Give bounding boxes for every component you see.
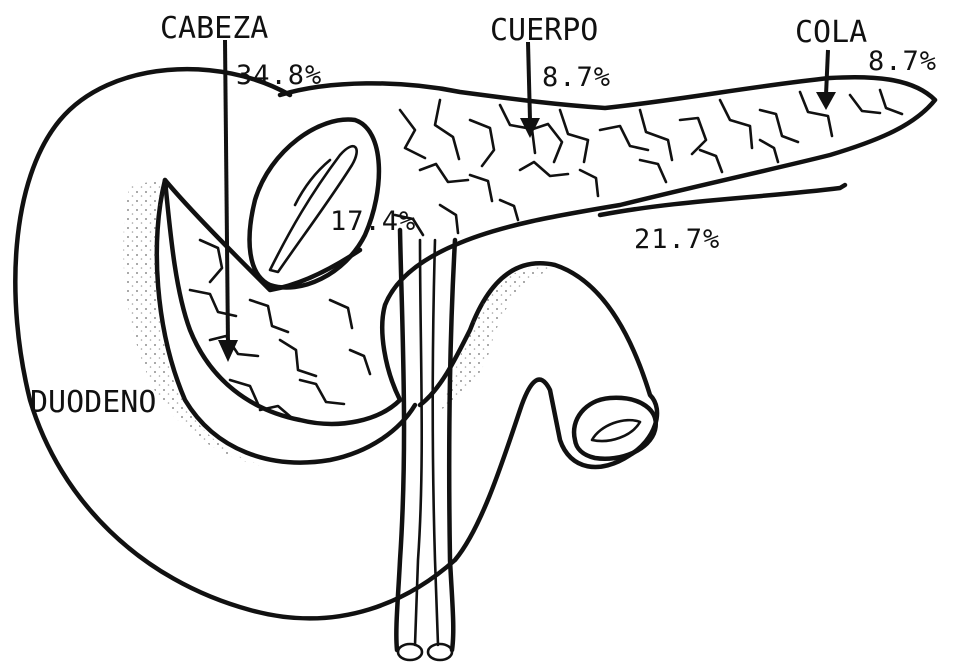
vessel-cut-end-left: [398, 644, 422, 660]
head-cut-section: [250, 120, 379, 288]
duodenum-cut-lumen: [592, 420, 640, 441]
vessel-inner-line-2: [433, 240, 438, 645]
pct-head-section: 17.4%: [330, 206, 416, 237]
pct-tail: 8.7%: [868, 46, 937, 77]
duodenum-cut-end: [574, 398, 656, 459]
pct-head: 34.8%: [236, 60, 322, 91]
label-duodenum: DUODENO: [30, 385, 156, 420]
duodenum-shading-right: [440, 267, 555, 410]
vessel-cut-end-right: [428, 644, 452, 660]
head-arrow: [225, 40, 228, 345]
label-tail: COLA: [795, 15, 867, 50]
pct-lower-border: 21.7%: [634, 224, 720, 255]
pancreas: [165, 77, 935, 424]
label-head: CABEZA: [160, 11, 268, 46]
vessel-right-wall: [449, 240, 455, 650]
body-arrow-line: [528, 42, 530, 120]
label-body: CUERPO: [490, 13, 598, 48]
pct-body: 8.7%: [542, 62, 611, 93]
accessory-duct-cut: [295, 160, 330, 205]
tail-arrow-line: [826, 50, 828, 95]
vessel-left-wall: [396, 230, 404, 650]
duodenum-shading: [123, 180, 270, 468]
tail-arrowhead: [816, 92, 836, 110]
duodenum: [15, 69, 657, 618]
duodenum-outline: [15, 69, 657, 618]
